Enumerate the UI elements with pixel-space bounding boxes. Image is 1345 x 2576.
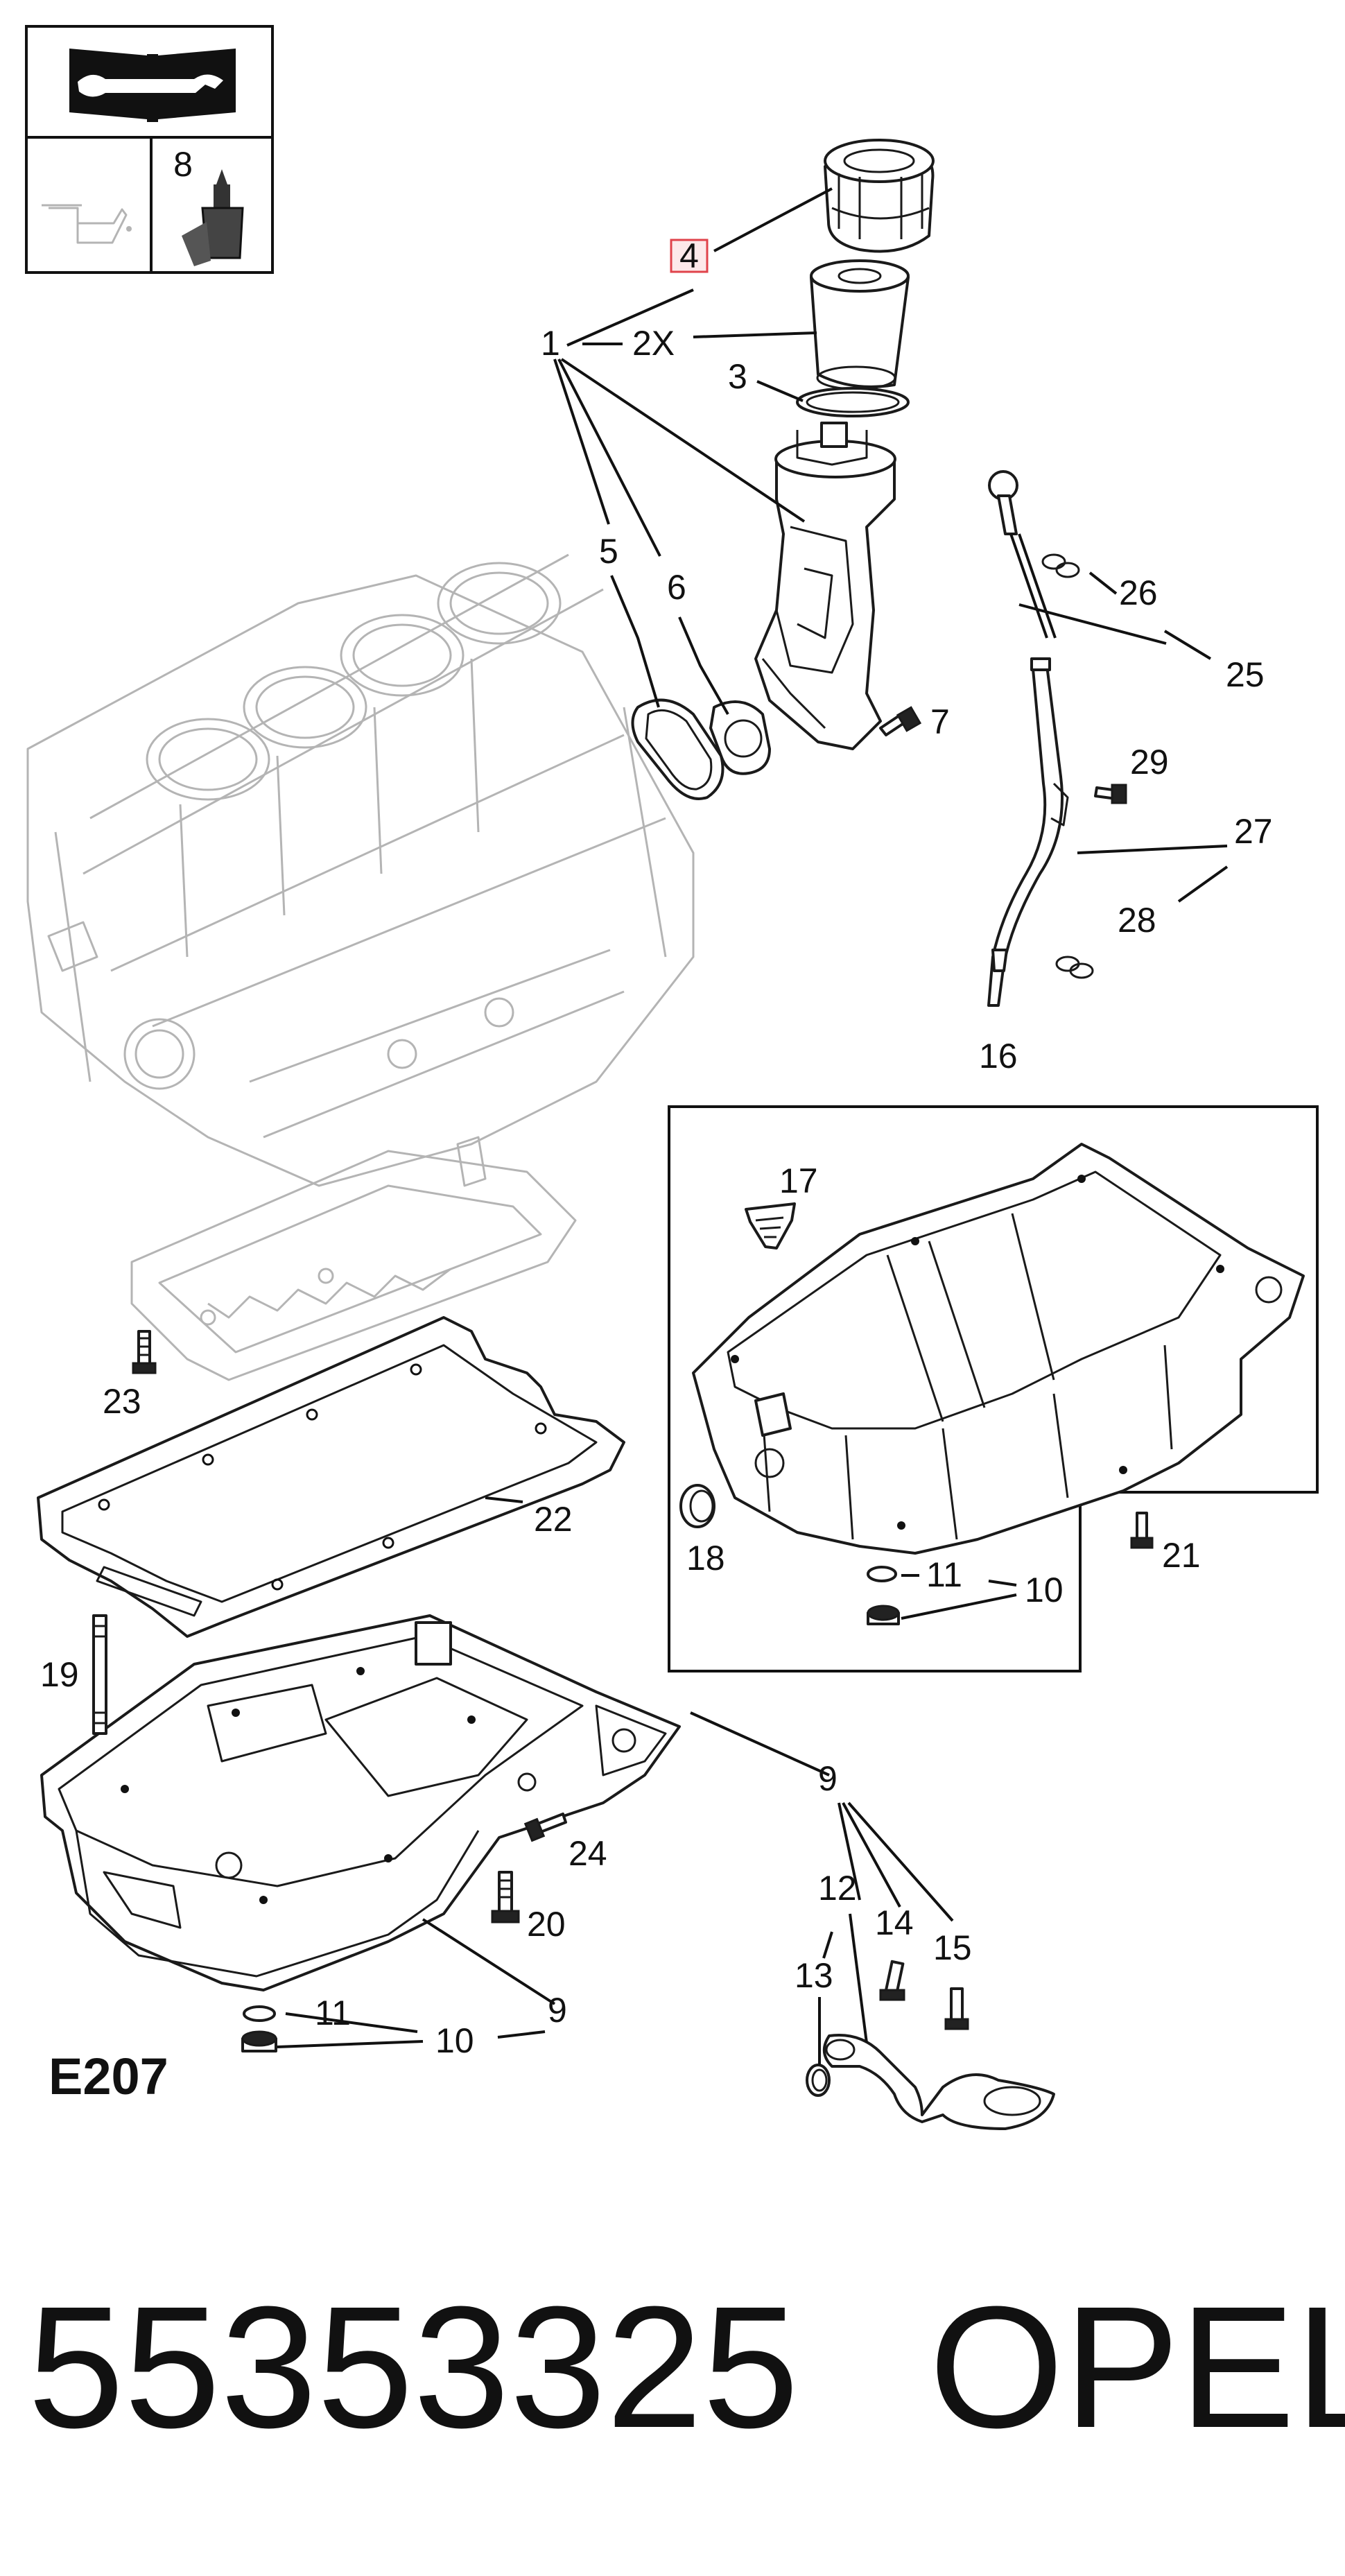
bolt-7 [879,706,922,736]
callout-11-lower: 11 [315,1994,351,2032]
callout-23: 23 [103,1382,141,1421]
callout-10-upper: 10 [1025,1571,1064,1609]
gasket-5 [631,698,724,800]
bolt-24 [523,1813,567,1842]
bolt-14 [879,1960,905,2001]
oil-filter-cap [824,139,935,253]
gasket-6 [709,700,771,775]
callout-18: 18 [686,1539,725,1577]
callout-25: 25 [1226,655,1265,694]
callout-4-highlight: 4 [670,236,709,275]
drain-plug-upper [867,1566,900,1625]
callout-4: 4 [679,236,699,275]
oil-filter-element [810,259,910,390]
callout-3: 3 [728,357,747,396]
callout-13: 13 [795,1956,833,1995]
bolt-29 [1094,784,1127,804]
callout-9-upper: 9 [818,1759,838,1798]
callout-6: 6 [667,568,686,607]
brand-name: OPEL [929,2270,1345,2464]
callout-27: 27 [1234,812,1273,851]
callout-29: 29 [1130,743,1169,781]
callout-20: 20 [527,1905,566,1944]
callout-9-lower: 9 [548,1991,567,2030]
sealant-tube-icon [182,169,244,266]
header-icon-box: 8 [25,25,274,274]
oil-pickup-tube [823,2034,1055,2130]
callout-14: 14 [875,1903,914,1942]
oil-pan-gasket [37,1316,625,1638]
part-number: 55353325 [28,2270,799,2464]
callout-16: 16 [979,1037,1018,1075]
dipstick-tube [987,657,1069,1007]
seal-ring-18 [679,1484,715,1528]
book-with-wrench-icon [69,49,236,122]
windage-tray-ghost [130,1136,577,1381]
oil-filter-housing [754,422,896,750]
callout-22: 22 [534,1500,573,1539]
callout-26: 26 [1119,573,1158,612]
filter-oring-3 [796,387,910,417]
callout-15: 15 [933,1928,972,1967]
oring-26 [1041,553,1080,578]
oil-pan-main [40,1614,681,1991]
callout-labels: 1 2X 3 4 5 6 7 26 25 29 27 28 16 17 18 1… [40,236,1273,2060]
callout-21: 21 [1162,1536,1201,1575]
callout-17: 17 [779,1161,818,1200]
diagram-code: E207 [49,2048,168,2105]
dipstick [988,470,1057,639]
callout-1: 1 [541,324,560,363]
callout-12: 12 [818,1869,857,1908]
callout-24: 24 [569,1834,607,1873]
oil-strainer-17 [745,1202,796,1250]
inset-sump-box [668,1105,1319,1672]
callout-10-lower: 10 [435,2021,474,2060]
callout-2x: 2X [632,324,675,363]
oring-13 [806,2064,831,2097]
callout-5: 5 [599,532,618,571]
bolt-23 [132,1330,157,1374]
callout-7: 7 [930,702,950,741]
oil-can-icon [42,204,132,244]
stud-19 [92,1614,107,1735]
sealant-callout-8: 8 [173,145,193,184]
drain-plug-lower [241,2005,277,2052]
callout-19: 19 [40,1655,79,1694]
bolt-15 [944,1987,969,2030]
leader-lines [277,187,1229,2065]
bolt-21 [1130,1512,1154,1549]
callout-28: 28 [1118,901,1156,940]
oring-28 [1055,956,1094,979]
bolt-20 [491,1871,520,1924]
callout-11-upper: 11 [926,1555,962,1594]
engine-block-ghost [26,553,695,1187]
